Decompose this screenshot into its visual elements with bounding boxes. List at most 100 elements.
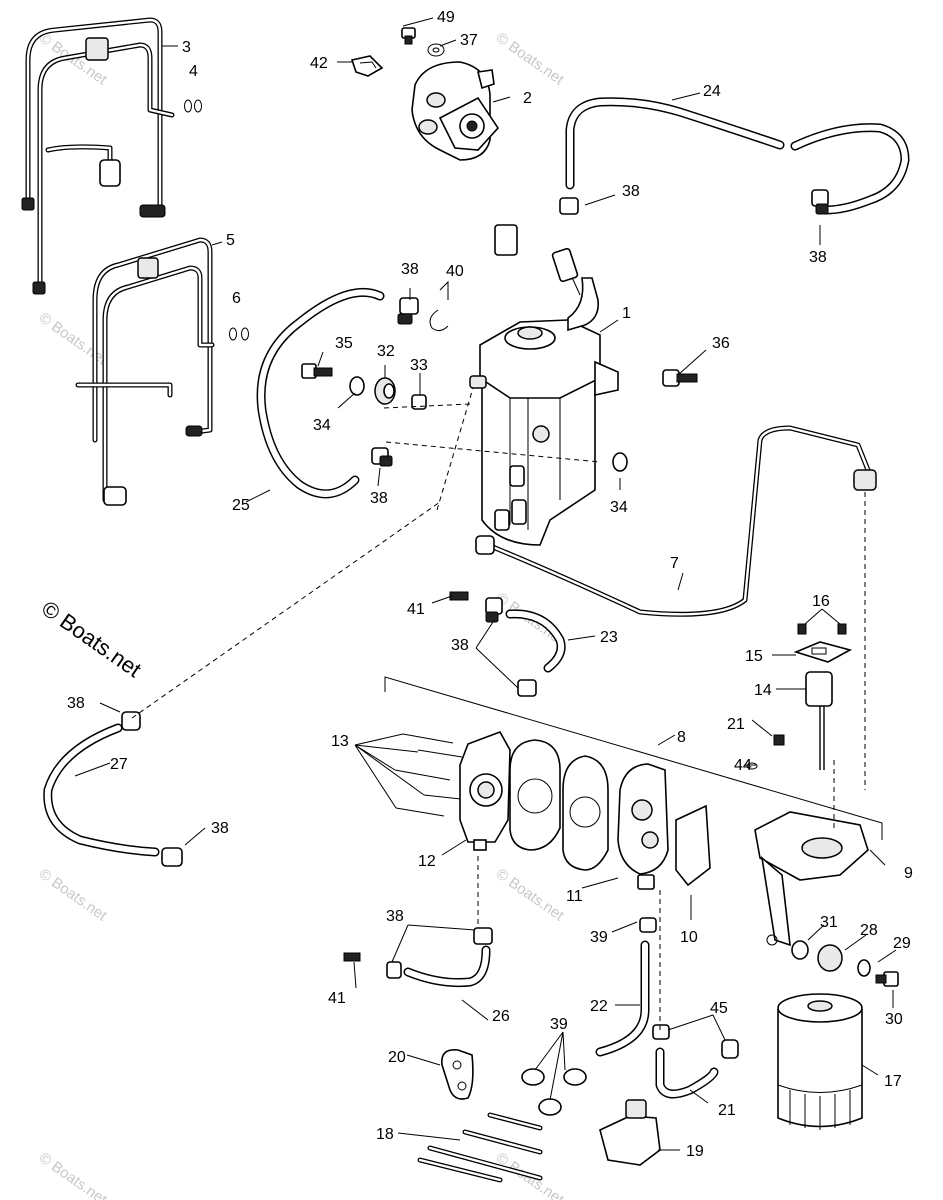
callout-34: 34 bbox=[313, 417, 331, 434]
callout-3: 3 bbox=[182, 39, 191, 56]
callout-24: 24 bbox=[703, 83, 721, 100]
callout-27: 27 bbox=[110, 756, 128, 773]
callout-21: 21 bbox=[727, 716, 745, 733]
part-21-hose bbox=[655, 1047, 719, 1099]
callout-38: 38 bbox=[809, 249, 827, 266]
part-39-clamp bbox=[521, 1068, 587, 1116]
callout-labels: 49 37 42 2 3 4 24 38 38 5 38 40 6 1 35 3… bbox=[67, 9, 913, 1160]
part-45-fitting bbox=[652, 1024, 739, 1059]
callout-2: 2 bbox=[523, 90, 532, 107]
callout-20: 20 bbox=[388, 1049, 406, 1066]
callout-23: 23 bbox=[600, 629, 618, 646]
part-18-tubes bbox=[417, 1112, 543, 1183]
watermark: © Boats.net bbox=[36, 865, 111, 924]
callout-38: 38 bbox=[211, 820, 229, 837]
callout-12: 12 bbox=[418, 853, 436, 870]
part-44-washer bbox=[746, 762, 758, 770]
part-8-assembly-bracket bbox=[384, 676, 883, 840]
callout-32: 32 bbox=[377, 343, 395, 360]
part-5-fuel-line-bundle bbox=[75, 237, 215, 506]
callout-38: 38 bbox=[451, 637, 469, 654]
callout-36: 36 bbox=[712, 335, 730, 352]
part-38-clamp bbox=[559, 197, 579, 215]
part-39-clamp bbox=[639, 917, 657, 933]
part-2-pump-head bbox=[411, 61, 500, 161]
part-11-pump-body bbox=[617, 763, 669, 890]
part-24-hose bbox=[565, 97, 910, 215]
callout-21: 21 bbox=[718, 1102, 736, 1119]
part-38-clamp bbox=[121, 711, 141, 731]
callout-31: 31 bbox=[820, 914, 838, 931]
part-49-bolt bbox=[401, 27, 416, 45]
callout-4: 4 bbox=[189, 63, 198, 80]
callout-10: 10 bbox=[680, 929, 698, 946]
part-29-washer bbox=[857, 959, 871, 977]
part-41-stud bbox=[343, 952, 361, 962]
watermark: © Boats.net bbox=[36, 309, 111, 368]
callout-39: 39 bbox=[550, 1016, 568, 1033]
part-38-clamp bbox=[397, 297, 419, 325]
callout-38: 38 bbox=[401, 261, 419, 278]
part-8-diaphragm bbox=[562, 755, 609, 871]
callout-35: 35 bbox=[335, 335, 353, 352]
part-42-clip bbox=[350, 55, 384, 77]
callout-14: 14 bbox=[754, 682, 772, 699]
callout-37: 37 bbox=[460, 32, 478, 49]
callout-41: 41 bbox=[407, 601, 425, 618]
callout-6: 6 bbox=[232, 290, 241, 307]
callout-40: 40 bbox=[446, 263, 464, 280]
part-17-filter bbox=[777, 993, 863, 1130]
part-38-clamp bbox=[473, 927, 493, 945]
callout-28: 28 bbox=[860, 922, 878, 939]
part-27-hose bbox=[43, 723, 160, 857]
callout-41: 41 bbox=[328, 990, 346, 1007]
part-16-screws bbox=[797, 623, 847, 635]
callout-30: 30 bbox=[885, 1011, 903, 1028]
callout-42: 42 bbox=[310, 55, 328, 72]
callout-38: 38 bbox=[622, 183, 640, 200]
alignment-lines bbox=[131, 387, 866, 1030]
part-19-connector bbox=[599, 1099, 661, 1166]
callout-16: 16 bbox=[812, 593, 830, 610]
part-12-pump-cover bbox=[459, 731, 511, 851]
part-38-clamp bbox=[371, 447, 393, 467]
callout-49: 49 bbox=[437, 9, 455, 26]
part-7-fuel-line bbox=[475, 425, 877, 617]
parts-4-6-o-rings bbox=[184, 99, 249, 341]
part-8-gasket bbox=[509, 739, 561, 851]
callout-25: 25 bbox=[232, 497, 250, 514]
copyright-label: © Boats.net bbox=[37, 596, 146, 683]
part-21-screw bbox=[773, 734, 785, 746]
watermark: © Boats.net bbox=[493, 29, 568, 88]
callout-5: 5 bbox=[226, 232, 235, 249]
part-38-clamp bbox=[161, 847, 183, 867]
part-41-stud bbox=[449, 591, 469, 601]
part-14-sensor bbox=[805, 671, 833, 770]
callout-26: 26 bbox=[492, 1008, 510, 1025]
callout-7: 7 bbox=[670, 555, 679, 572]
part-32-grommet bbox=[374, 377, 396, 405]
callout-45: 45 bbox=[710, 1000, 728, 1017]
part-26-hose bbox=[403, 945, 491, 988]
part-34-washer bbox=[349, 376, 628, 472]
leader-lines bbox=[74, 17, 897, 1151]
part-38-clamp bbox=[386, 961, 402, 979]
part-31-spacer bbox=[791, 940, 809, 960]
part-38-clamp bbox=[485, 597, 503, 623]
callout-19: 19 bbox=[686, 1143, 704, 1160]
part-40-clip bbox=[429, 309, 449, 332]
callout-33: 33 bbox=[410, 357, 428, 374]
watermark: © Boats.net bbox=[36, 1149, 111, 1200]
part-13-screws bbox=[394, 733, 471, 817]
callout-39: 39 bbox=[590, 929, 608, 946]
part-23-hose bbox=[505, 609, 566, 673]
part-35-bolt bbox=[301, 363, 333, 379]
part-28-grommet bbox=[817, 944, 843, 972]
part-38-clamp bbox=[517, 679, 537, 697]
callout-11: 11 bbox=[566, 888, 583, 905]
part-37-washer bbox=[427, 43, 445, 57]
part-38-clamp bbox=[811, 189, 829, 215]
part-20-bracket bbox=[441, 1048, 474, 1100]
callout-18: 18 bbox=[376, 1126, 394, 1143]
